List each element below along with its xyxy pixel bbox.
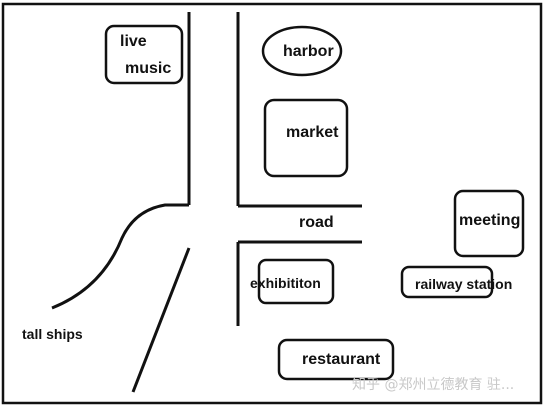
harbor-oval <box>261 25 343 77</box>
watermark-text: 知乎 @郑州立德教育 驻... <box>352 376 514 393</box>
road-curve-left <box>51 203 189 310</box>
meeting-label: meeting <box>459 212 520 229</box>
live-music-box <box>104 24 184 85</box>
market-label: market <box>286 124 339 141</box>
restaurant-box <box>277 338 395 381</box>
railway-station-label: railway station <box>415 276 512 292</box>
tall-ships-label: tall ships <box>22 326 83 342</box>
exhibition-label: exhibititon <box>250 275 321 291</box>
exhibition-box <box>257 258 335 305</box>
meeting-box <box>453 189 525 258</box>
harbor-label: harbor <box>283 43 334 60</box>
live-music-label-line2: music <box>125 60 171 77</box>
road-label: road <box>299 214 334 231</box>
railway-station-box <box>400 265 494 299</box>
road-diagonal-lower <box>131 247 191 393</box>
live-music-label-line1: live <box>120 33 147 50</box>
market-box <box>263 98 349 178</box>
restaurant-label: restaurant <box>302 351 381 368</box>
